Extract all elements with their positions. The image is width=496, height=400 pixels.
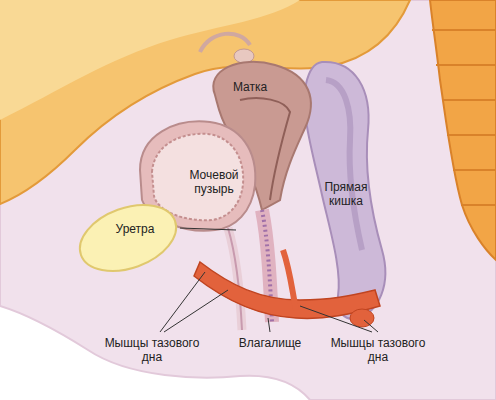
perineal-muscle [283,250,296,310]
urethra-lumen [228,228,242,330]
sacrum [430,0,496,260]
pubic-bone [71,193,185,284]
part-label: Мышцы тазового дна [330,336,426,364]
part-label: Мочевой пузырь [182,168,246,196]
part-label: Влагалище [232,336,308,350]
part-label: Мышцы тазового дна [104,336,200,364]
urethra [228,228,242,330]
part-label: Уретра [100,222,170,236]
anal-sphincter [350,309,374,327]
rectum [304,62,385,319]
rectum-lumen [326,80,362,250]
part-label: Прямая кишка [318,180,374,208]
vertebrae-lines [432,30,496,205]
part-label: Матка [220,80,280,94]
leader-lines [160,228,378,332]
